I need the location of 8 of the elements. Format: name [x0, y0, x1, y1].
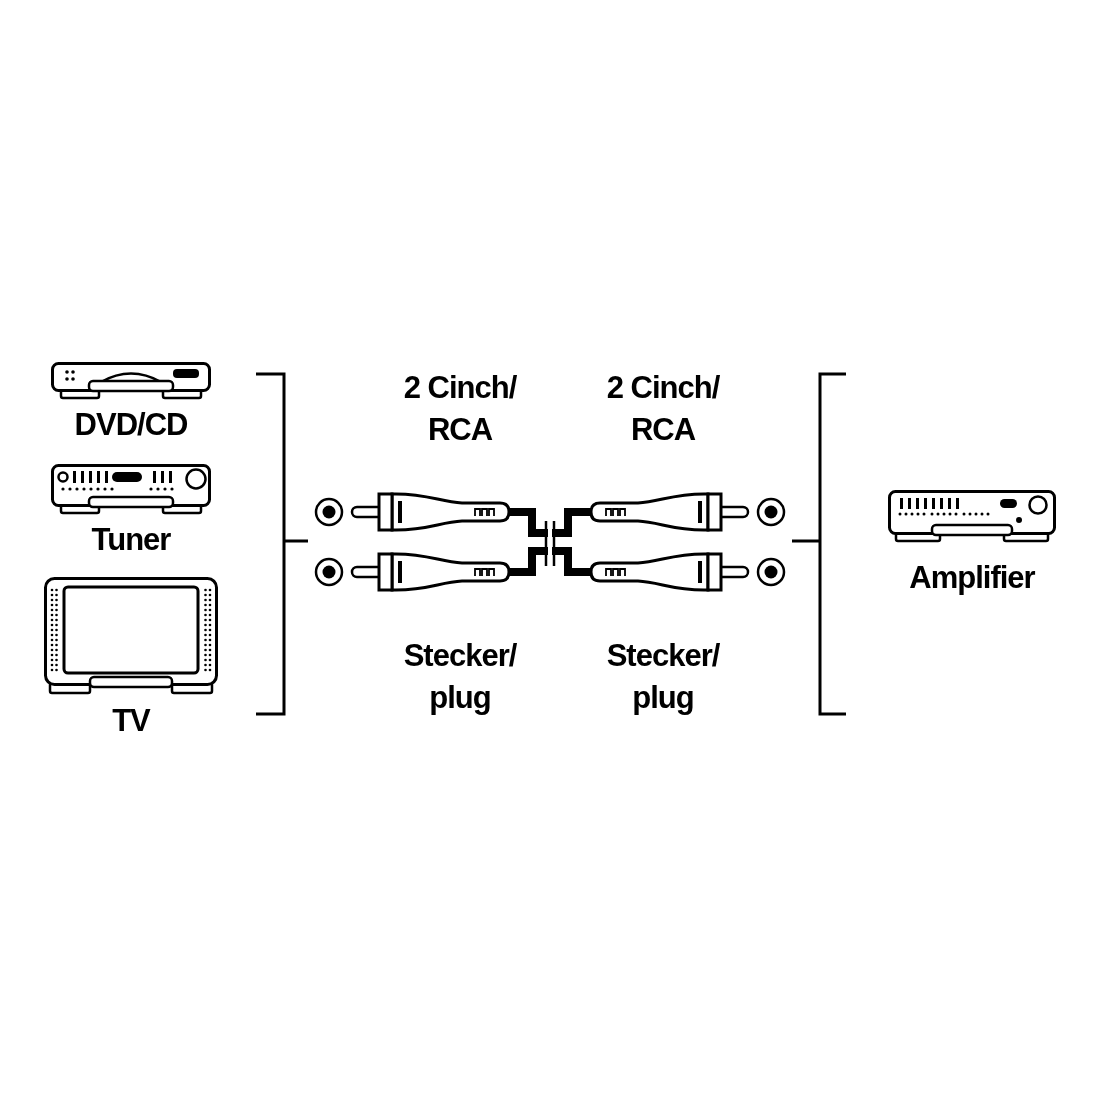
cable-label: 2 Cinch/ RCA [402, 369, 518, 449]
cable-label: Stecker/ plug [402, 637, 518, 717]
device-label: DVD/CD [73, 406, 189, 444]
cable-label: Stecker/ plug [605, 637, 721, 717]
device-label: TV [111, 702, 152, 740]
device-label: Amplifier [908, 559, 1036, 597]
device-label: Tuner [90, 521, 172, 559]
cable-label: 2 Cinch/ RCA [605, 369, 721, 449]
